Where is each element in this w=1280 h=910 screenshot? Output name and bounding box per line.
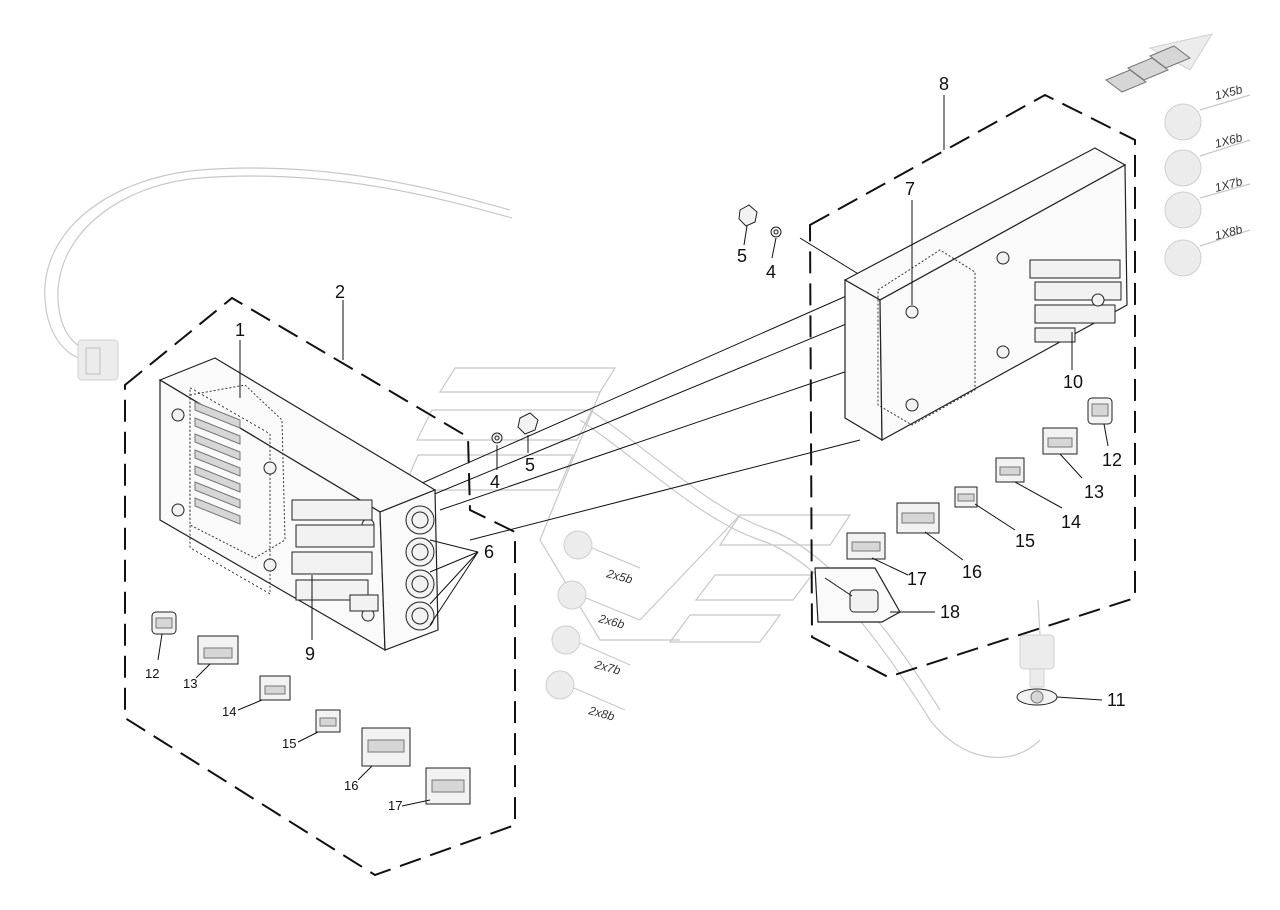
callout-13-left: 13 [183, 676, 197, 691]
group-box-left [124, 296, 516, 877]
callout-17-left: 17 [388, 798, 402, 813]
loose-parts-right [814, 397, 1113, 623]
callout-16-right: 16 [962, 562, 982, 582]
callout-7: 7 [905, 179, 915, 199]
callout-12-right: 12 [1102, 450, 1122, 470]
callout-5-left: 5 [525, 455, 535, 475]
connector-16-left [361, 727, 411, 767]
connector-16-right [896, 502, 940, 534]
label-1x5b: 1X5b [1213, 82, 1244, 103]
loose-parts-left [151, 611, 471, 805]
callout-16-left: 16 [344, 778, 358, 793]
control-module-right [843, 147, 1128, 442]
cable-18-right [814, 567, 901, 623]
clip-11 [1016, 599, 1058, 706]
ghost-connectors-center [545, 530, 641, 711]
label-2x6b: 2x6b [596, 611, 626, 632]
callout-15-left: 15 [282, 736, 296, 751]
ghost-center-shapes [402, 367, 1041, 758]
callout-4-left: 4 [490, 472, 500, 492]
callout-6: 6 [484, 542, 494, 562]
callout-5-right: 5 [737, 246, 747, 266]
label-1x8b: 1X8b [1213, 222, 1244, 243]
label-2x7b: 2x7b [592, 657, 622, 678]
connector-13-left [197, 635, 239, 665]
leaders-right [743, 95, 1109, 701]
group-box-right [808, 93, 1136, 679]
ghost-connectors-right [1164, 94, 1251, 277]
callout-8: 8 [939, 74, 949, 94]
connector-13-right [1042, 427, 1078, 455]
callout-17-right: 17 [907, 569, 927, 589]
nut-washer-right [738, 204, 782, 238]
connector-15-right [954, 486, 978, 508]
nut-washer-left [491, 412, 539, 444]
callout-14-right: 14 [1061, 512, 1081, 532]
plug-12-left [151, 611, 177, 635]
direction-arrow-icon [1105, 33, 1214, 93]
callout-14-left: 14 [222, 704, 236, 719]
harness-lines [394, 237, 881, 541]
connector-17-right [846, 532, 886, 560]
ghost-cable-left [44, 167, 513, 381]
connector-14-left [259, 675, 291, 701]
callout-10: 10 [1063, 372, 1083, 392]
callout-1: 1 [235, 320, 245, 340]
connector-14-right [995, 457, 1025, 483]
control-module-left [158, 357, 439, 652]
callout-18: 18 [940, 602, 960, 622]
leaders-left [157, 300, 529, 807]
connector-17-left [425, 767, 471, 805]
callout-2: 2 [335, 282, 345, 302]
callout-13-right: 13 [1084, 482, 1104, 502]
label-2x8b: 2x8b [586, 703, 616, 724]
plug-12-right [1087, 397, 1113, 425]
label-1x6b: 1X6b [1213, 130, 1244, 151]
label-1x7b: 1X7b [1213, 174, 1244, 195]
label-2x5b: 2x5b [604, 566, 634, 587]
callout-15-right: 15 [1015, 531, 1035, 551]
callout-11: 11 [1107, 690, 1126, 710]
callout-12-left: 12 [145, 666, 159, 681]
connector-15-left [315, 709, 341, 733]
callout-4-right: 4 [766, 262, 776, 282]
callout-9: 9 [305, 644, 315, 664]
